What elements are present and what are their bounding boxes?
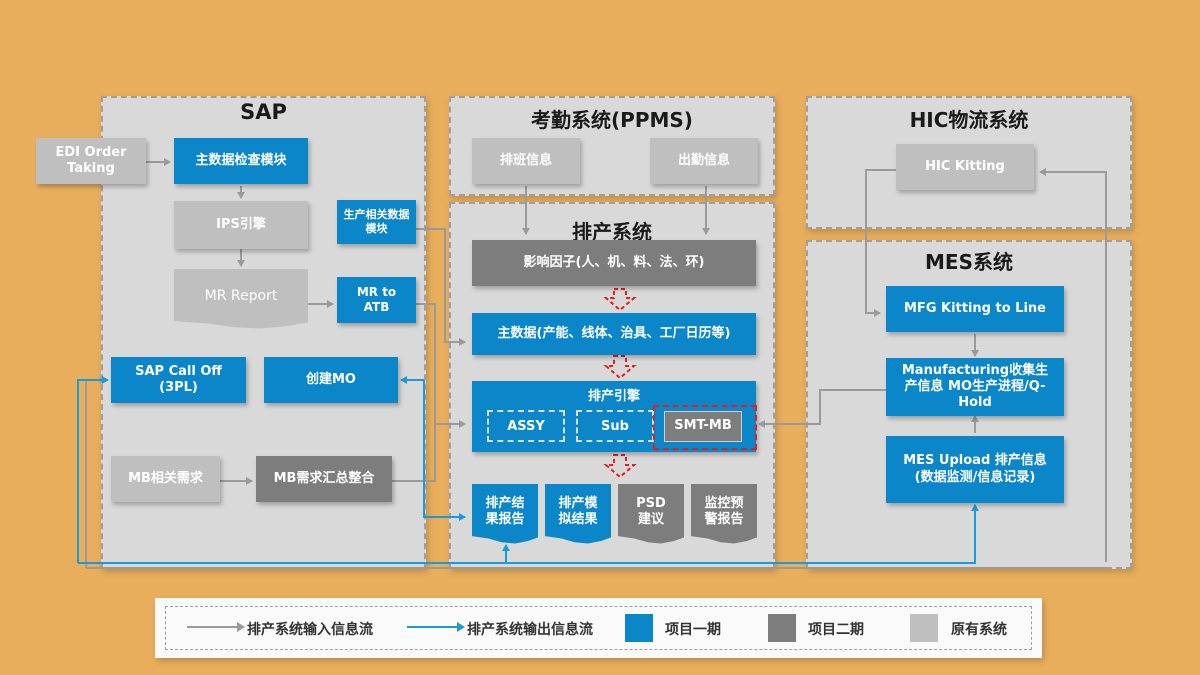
sap-panel-title: SAP	[240, 100, 287, 124]
ips-engine-box: IPS引擎	[174, 201, 308, 249]
attendance-info-box: 出勤信息	[650, 138, 758, 184]
legend-phase2-label: 项目二期	[808, 622, 864, 638]
mfg-kitting-box: MFG Kitting to Line	[886, 286, 1064, 332]
legend-phase1-label: 项目一期	[665, 622, 721, 638]
phase1-swatch	[625, 614, 653, 642]
mr-report-doc: MR Report	[174, 269, 308, 329]
edi-order-taking-box: EDI Order Taking	[36, 138, 146, 184]
influence-factors-box: 影响因子(人、机、料、法、环)	[472, 240, 756, 286]
mr-to-atb-box: MR to ATB	[337, 277, 416, 323]
production-data-module-box: 生产相关数据模块	[337, 200, 416, 244]
mes-panel-title: MES系统	[925, 250, 1013, 274]
smt-highlight-frame	[653, 405, 757, 450]
smt-mb-module: SMT-MB	[664, 411, 742, 442]
output-flow-arrow-icon	[407, 622, 465, 632]
monitoring-alert-report-doc: 监控预警报告	[691, 484, 757, 544]
ppms-panel-title: 考勤系统(PPMS)	[531, 108, 693, 132]
input-flow-arrow-icon	[187, 622, 245, 632]
create-mo-box: 创建MO	[264, 357, 398, 403]
hic-panel-title: HIC物流系统	[909, 108, 1029, 132]
existing-system-swatch	[910, 614, 938, 642]
scheduling-engine-label: 排产引擎	[587, 389, 640, 404]
phase2-swatch	[768, 614, 796, 642]
mb-demand-box: MB相关需求	[111, 456, 220, 502]
assy-module: ASSY	[487, 410, 565, 442]
master-data-check-box: 主数据检查模块	[174, 138, 308, 184]
legend-output-flow-label: 排产系统输出信息流	[467, 622, 593, 638]
manufacturing-info-box: Manufacturing收集生产信息 MO生产进程/Q-Hold	[886, 358, 1064, 416]
master-data-box: 主数据(产能、线体、治具、工厂日历等)	[472, 313, 756, 355]
schedule-result-report-doc: 排产结果报告	[472, 484, 538, 544]
psd-suggestion-doc: PSD建议	[618, 484, 684, 544]
mb-demand-summary-box: MB需求汇总整合	[256, 456, 392, 502]
shift-info-box: 排班信息	[472, 138, 580, 184]
hic-kitting-box: HIC Kitting	[896, 144, 1034, 190]
sap-call-off-box: SAP Call Off (3PL)	[111, 357, 246, 403]
legend-frame	[165, 606, 1032, 650]
mes-upload-box: MES Upload 排产信息 (数据监测/信息记录)	[886, 436, 1064, 503]
legend-input-flow-label: 排产系统输入信息流	[247, 622, 373, 638]
schedule-simulation-result-doc: 排产模拟结果	[545, 484, 611, 544]
legend-existing-label: 原有系统	[951, 622, 1007, 638]
legend: 排产系统输入信息流 排产系统输出信息流 项目一期 项目二期 原有系统	[155, 598, 1042, 658]
sub-module: Sub	[576, 410, 654, 442]
